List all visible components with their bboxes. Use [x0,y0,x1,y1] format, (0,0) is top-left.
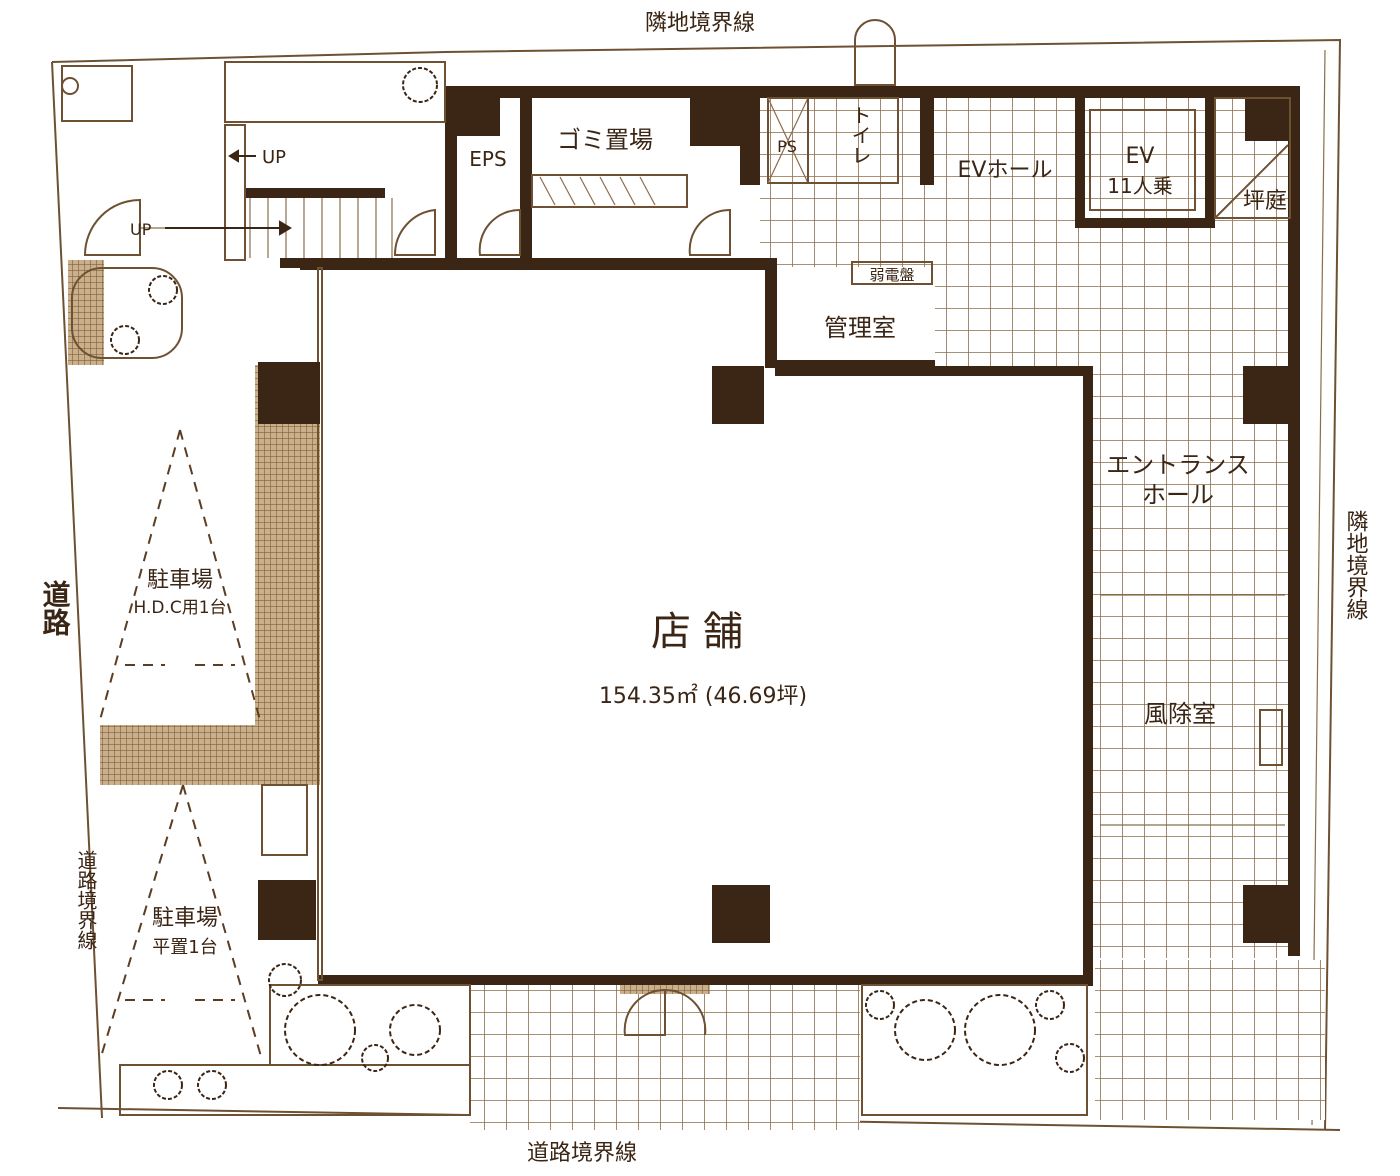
boundary-left-label: 道路境界線 [74,850,98,950]
parking-markings [99,429,263,1061]
ev-label: EV [1126,144,1155,169]
tree-icon [153,1070,183,1100]
toilet-label: トイレ [848,105,872,165]
stair-up-label: UP [130,220,152,239]
management-label: 管理室 [824,314,896,342]
tree-icon [148,275,178,305]
parking1-note: H.D.C用1台 [133,598,226,618]
ps-label: PS [777,137,797,156]
tree-icon [110,325,140,355]
trees [110,67,1085,1100]
tree-icon [402,67,438,103]
store-outline [317,267,323,981]
column [258,880,316,940]
tree-icon [197,1070,227,1100]
tree-icon [284,994,356,1066]
garbage-label: ゴミ置場 [557,126,653,154]
store-label: 店舗 [651,609,755,655]
tree-icon [389,1004,441,1056]
tree-icon [361,1044,389,1072]
tiled-floor [470,95,1325,1130]
column [1243,366,1295,424]
columns [258,362,1295,943]
parking2-label: 駐車場 [152,906,218,931]
weak-panel-label: 弱電盤 [869,266,914,284]
walls [245,86,1300,986]
parking1-label: 駐車場 [147,568,213,593]
vestibule-label: 風除室 [1144,700,1216,728]
boundary-right-label: 隣地境界線 [1343,510,1369,620]
column [712,885,770,943]
courtyard-label: 坪庭 [1243,189,1287,214]
parking2-note: 平置1台 [152,937,217,958]
tree-icon [894,999,956,1061]
parking-paving [68,260,710,994]
tree-icon [1055,1043,1085,1073]
stair-arrows [165,149,292,236]
stair-up-label: UP [262,147,286,168]
road-label: 道路 [39,579,72,636]
tree-icon [1035,990,1065,1020]
store-area-label: 154.35㎡ (46.69坪) [599,683,807,709]
column [1243,885,1295,943]
eps-label: EPS [469,147,506,171]
ev-hall-label: EVホール [958,158,1053,183]
boundary-bottom-label: 道路境界線 [527,1141,637,1166]
entrance-hall-label-1: エントランス [1106,451,1250,479]
column [712,366,764,424]
tree-icon [268,963,302,997]
entrance-hall-label-2: ホール [1142,481,1214,509]
tree-icon [865,990,895,1020]
labels: 隣地境界線 道路境界線 隣地境界線 道路境界線 道路 EPS ゴミ置場 PS ト… [39,11,1369,1166]
tree-icon [964,994,1036,1066]
boundary-top-label: 隣地境界線 [645,11,755,36]
column [258,362,320,424]
ev-capacity-label: 11人乗 [1107,174,1172,198]
